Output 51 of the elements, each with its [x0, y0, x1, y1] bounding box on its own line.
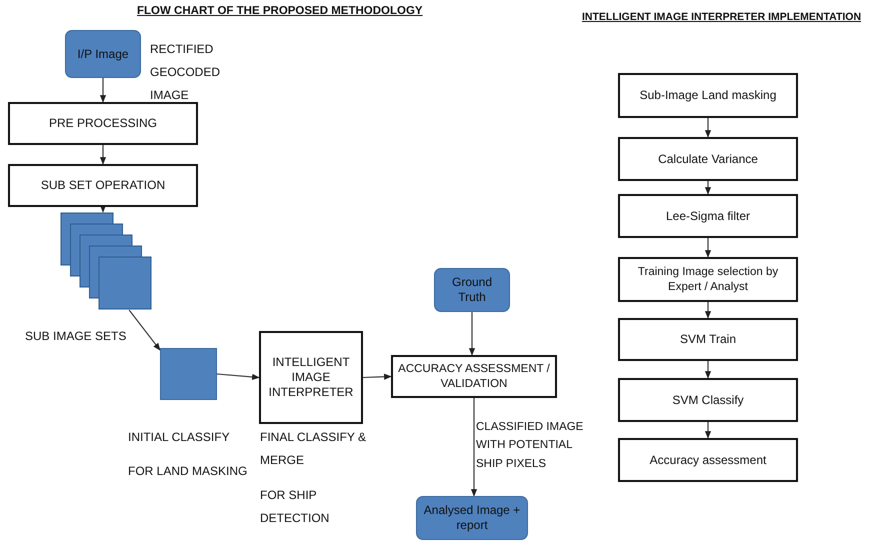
- box-text: SUB SET OPERATION: [40, 178, 166, 193]
- node-caption: SUB IMAGE SETS: [25, 328, 128, 345]
- process-box: [391, 355, 557, 398]
- process-box: [618, 378, 798, 422]
- box-text: PRE PROCESSING: [48, 116, 158, 131]
- box-text: SVM Classify: [672, 392, 744, 408]
- box-text: I/P Image: [77, 46, 129, 62]
- box-text: SVM Train: [680, 332, 736, 347]
- box-text: Sub-Image Land masking: [640, 88, 776, 103]
- box-text: ACCURACY ASSESSMENT / VALIDATION: [397, 362, 551, 391]
- arrow: [470, 398, 478, 497]
- box-text: Calculate Variance: [658, 152, 758, 166]
- arrow: [704, 422, 712, 439]
- arrow: [100, 78, 106, 103]
- arrow: [704, 181, 712, 195]
- node-caption: INITIAL CLASSIFY: [128, 429, 231, 446]
- node-caption: FINAL CLASSIFY & MERGE: [260, 429, 368, 469]
- arrow: [362, 374, 392, 380]
- box-text: INTELLIGENT IMAGE INTERPRETER: [268, 355, 354, 400]
- arrow: [100, 145, 106, 165]
- arrow: [468, 312, 476, 356]
- chart-title: INTELLIGENT IMAGE INTERPRETER IMPLEMENTATION: [582, 11, 862, 23]
- arrow: [128, 310, 160, 351]
- arrow: [216, 373, 260, 380]
- process-box: [618, 257, 798, 302]
- rounded-box: [416, 496, 528, 540]
- process-box: [618, 194, 798, 238]
- box-text: Ground Truth: [450, 275, 494, 305]
- arrow: [100, 205, 106, 213]
- rounded-box: [434, 268, 510, 312]
- process-box: [8, 102, 198, 145]
- box-text: Analysed Image + report: [422, 503, 522, 533]
- process-box: [618, 438, 798, 482]
- process-box: [8, 164, 198, 207]
- node-caption: RECTIFIED GEOCODED IMAGE: [150, 41, 222, 104]
- image-square: [160, 348, 217, 400]
- box-text: Accuracy assessment: [650, 452, 766, 468]
- arrow: [704, 238, 712, 258]
- chart-title: FLOW CHART OF THE PROPOSED METHODOLOGY: [137, 5, 423, 17]
- process-box: [259, 331, 363, 424]
- box-text: Lee-Sigma filter: [666, 208, 750, 224]
- process-box: [618, 137, 798, 181]
- node-caption: FOR SHIP DETECTION: [260, 487, 330, 527]
- rounded-box: [65, 30, 141, 78]
- arrow: [704, 118, 712, 138]
- arrow: [704, 302, 712, 319]
- arrow: [704, 361, 712, 379]
- process-box: [618, 318, 798, 361]
- process-box: [618, 73, 798, 118]
- node-caption: FOR LAND MASKING: [128, 463, 248, 480]
- box-text: Training Image selection by Expert / Analyst: [636, 265, 780, 294]
